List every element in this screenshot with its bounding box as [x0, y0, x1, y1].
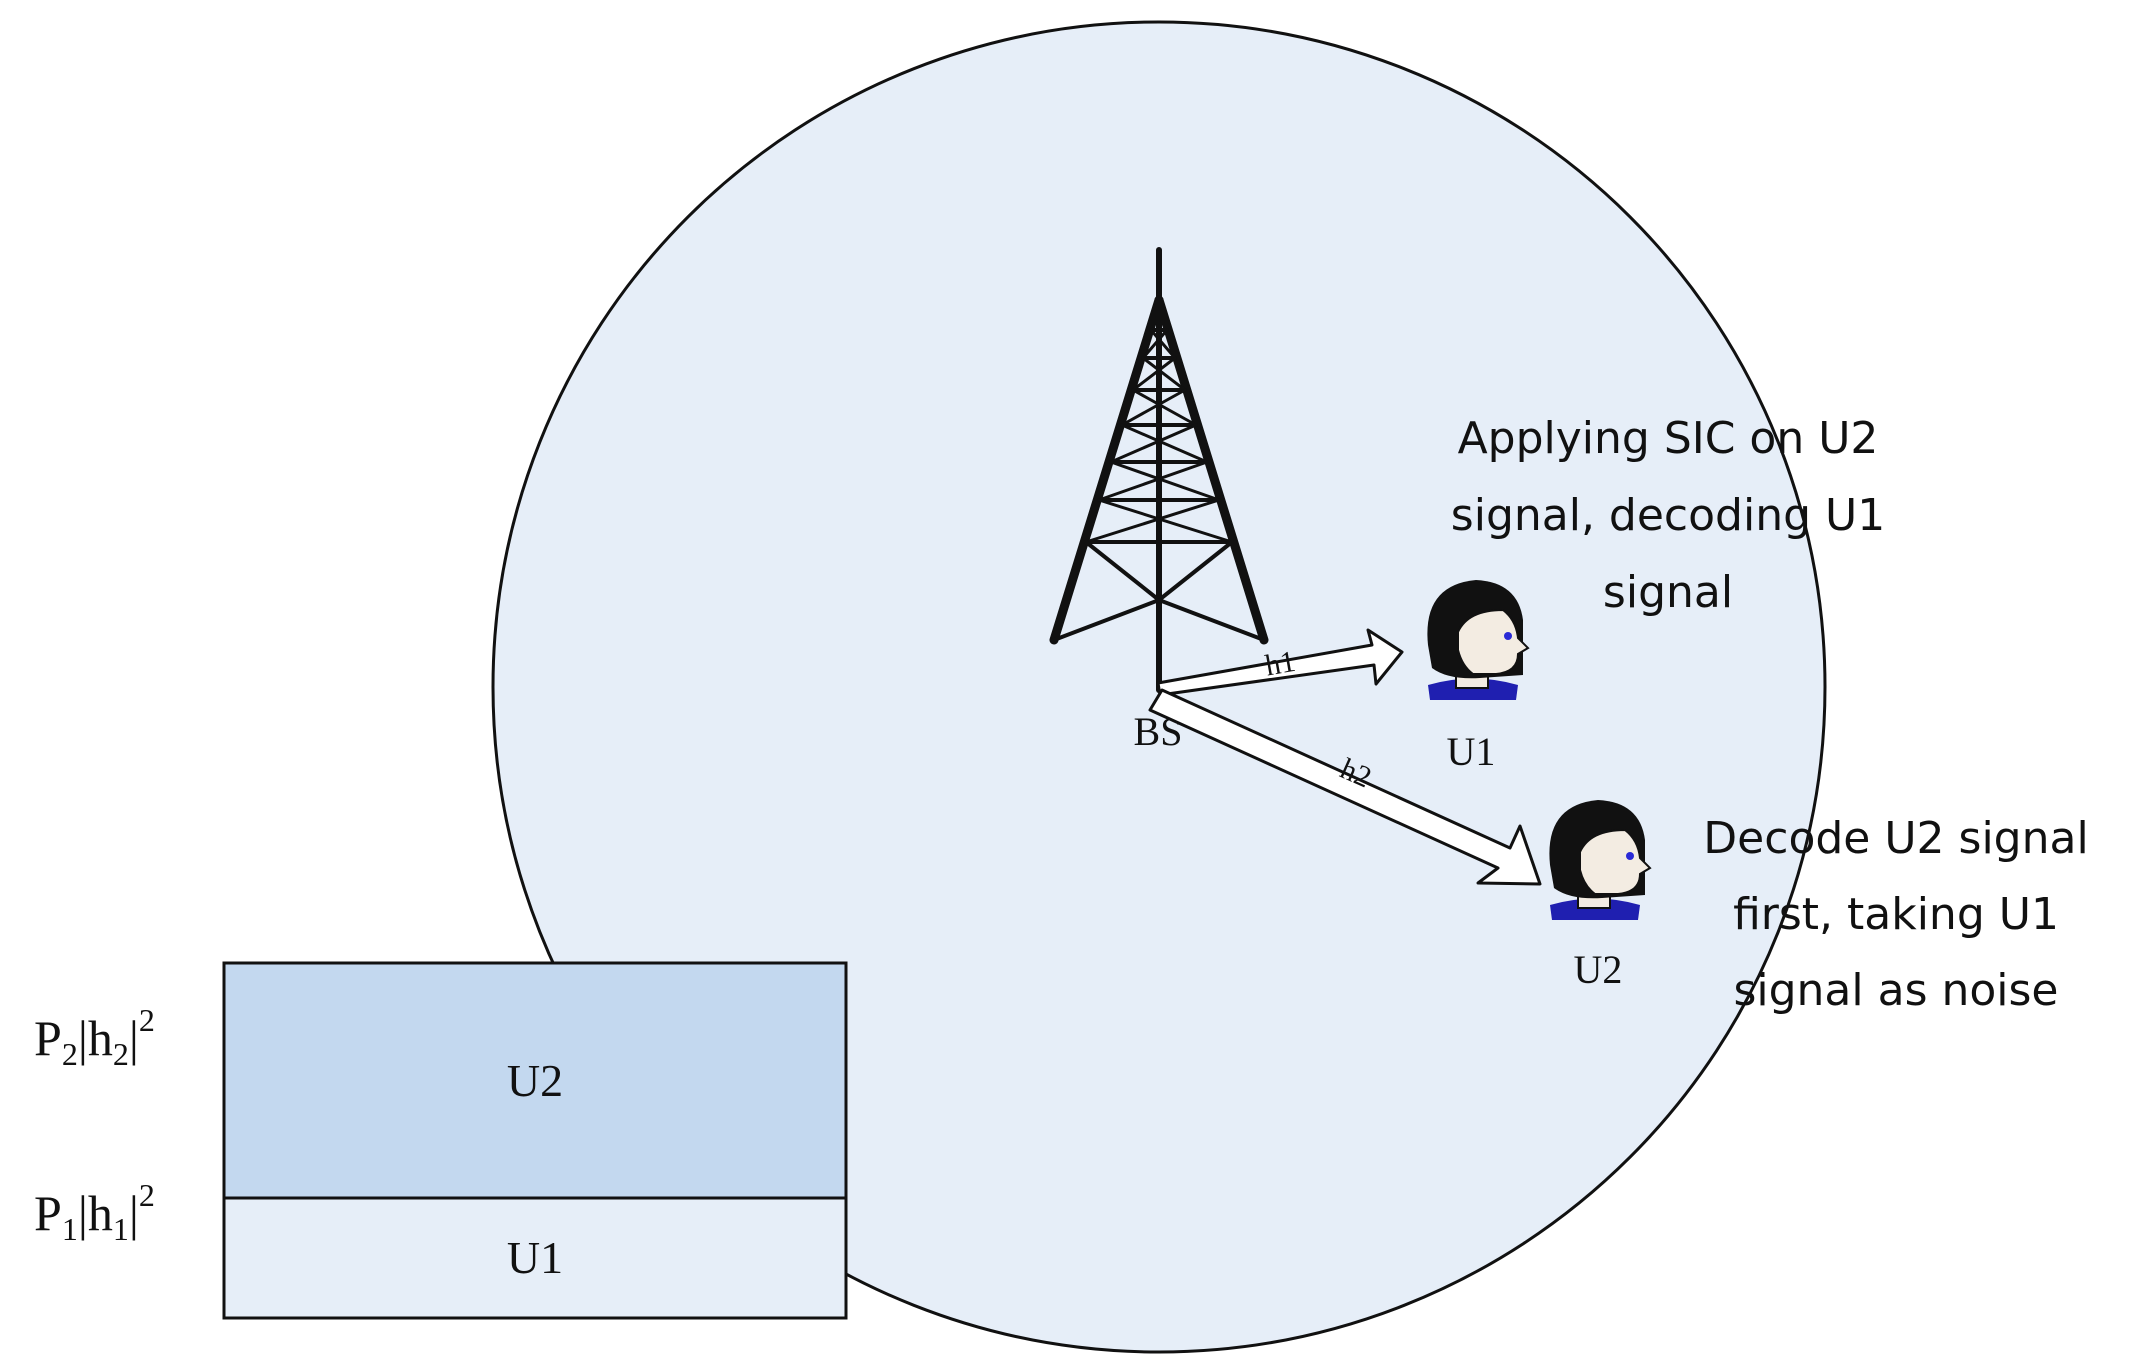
svg-text:signal, decoding U1: signal, decoding U1: [1451, 490, 1885, 541]
power-block-upper-label: U2: [507, 1055, 563, 1106]
link-arrow-h1: [1156, 628, 1404, 697]
user-icon: [1427, 580, 1530, 700]
power-stack: U2 U1: [222, 961, 848, 1320]
link-label-h1: h1: [1263, 645, 1298, 683]
svg-text:signal: signal: [1603, 567, 1733, 618]
power-block-lower: [222, 1196, 848, 1320]
user2-label: U2: [1574, 947, 1623, 992]
power-block-lower-label: U1: [507, 1232, 563, 1283]
user-icon: [1549, 800, 1652, 920]
level-label-upper: P2|h2|2: [34, 1002, 155, 1072]
link-arrow-h2: [1148, 688, 1542, 886]
svg-text:signal as noise: signal as noise: [1733, 965, 2058, 1016]
svg-text:Decode U2 signal: Decode U2 signal: [1703, 813, 2088, 864]
tower-icon: [1049, 247, 1269, 693]
level-label-lower: P1|h1|2: [34, 1177, 155, 1247]
power-block-upper: [222, 961, 848, 1200]
svg-text:first, taking U1: first, taking U1: [1733, 889, 2059, 940]
user1-note: Applying SIC on U2 signal, decoding U1 s…: [1451, 413, 1885, 618]
svg-text:Applying SIC on U2: Applying SIC on U2: [1458, 413, 1879, 464]
user2-note: Decode U2 signal first, taking U1 signal…: [1703, 813, 2088, 1016]
user1-label: U1: [1447, 729, 1496, 774]
